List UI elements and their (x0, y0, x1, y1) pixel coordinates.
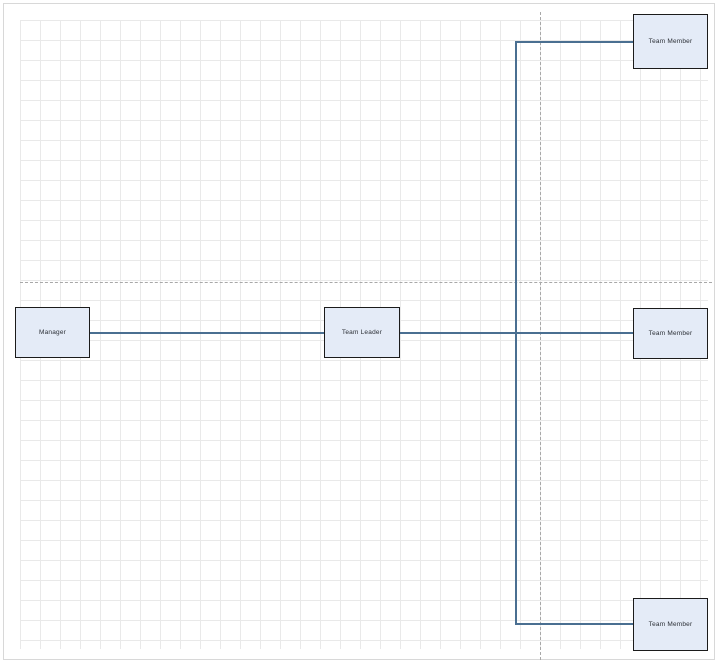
connector-trunk-to-team-member-bottom[interactable] (515, 623, 635, 625)
node-team-member-bottom[interactable]: Team Member (633, 598, 708, 651)
vertical-alignment-guide (540, 12, 541, 660)
canvas-frame[interactable]: Manager Team Leader Team Member Team Mem… (3, 3, 715, 660)
node-manager[interactable]: Manager (15, 307, 90, 358)
connector-trunk-to-team-member-top[interactable] (515, 41, 635, 43)
connector-trunk-vertical[interactable] (515, 41, 517, 624)
node-team-member-middle-label: Team Member (648, 329, 693, 337)
node-team-leader[interactable]: Team Leader (324, 307, 400, 358)
connector-team-leader-to-team-member-mid[interactable] (400, 332, 633, 334)
node-manager-label: Manager (38, 328, 67, 336)
node-team-leader-label: Team Leader (341, 328, 383, 336)
node-team-member-bottom-label: Team Member (648, 620, 693, 628)
node-team-member-middle[interactable]: Team Member (633, 308, 708, 359)
node-team-member-top-label: Team Member (648, 37, 693, 45)
node-team-member-top[interactable]: Team Member (633, 14, 708, 69)
horizontal-alignment-guide (20, 282, 712, 283)
connector-manager-to-team-leader[interactable] (90, 332, 324, 334)
